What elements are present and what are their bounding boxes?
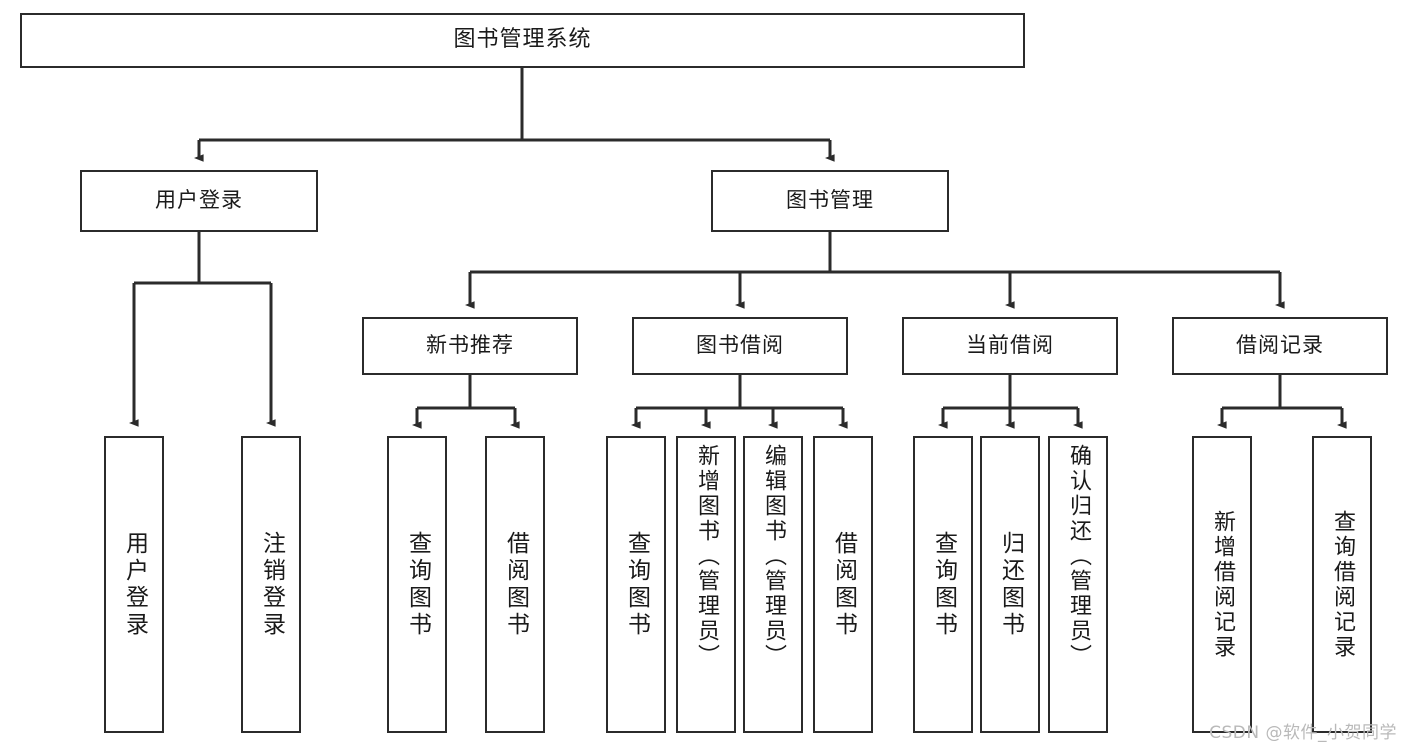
leaf-logout[interactable]: 注销登录 xyxy=(241,436,301,733)
node-label: 借阅图书 xyxy=(830,530,857,639)
node-label: 查询借阅记录 xyxy=(1330,509,1355,660)
node-label: 编辑图书（管理员） xyxy=(761,444,786,669)
leaf-query-book-current[interactable]: 查询图书 xyxy=(913,436,973,733)
node-book-management[interactable]: 图书管理 xyxy=(711,170,949,232)
node-label: 借阅记录 xyxy=(1236,333,1324,358)
node-label: 查询图书 xyxy=(404,530,431,639)
node-borrow-record[interactable]: 借阅记录 xyxy=(1172,317,1388,375)
leaf-query-book-borrow[interactable]: 查询图书 xyxy=(606,436,666,733)
node-current-borrow[interactable]: 当前借阅 xyxy=(902,317,1118,375)
node-label: 用户登录 xyxy=(121,530,148,639)
node-label: 查询图书 xyxy=(623,530,650,639)
node-label: 借阅图书 xyxy=(502,530,529,639)
node-label: 新增借阅记录 xyxy=(1210,509,1235,660)
leaf-add-book-admin[interactable]: 新增图书（管理员） xyxy=(676,436,736,733)
node-root-system[interactable]: 图书管理系统 xyxy=(20,13,1025,68)
node-label: 用户登录 xyxy=(155,188,243,213)
node-label: 新书推荐 xyxy=(426,333,514,358)
node-label: 当前借阅 xyxy=(966,333,1054,358)
leaf-query-book-recommend[interactable]: 查询图书 xyxy=(387,436,447,733)
node-label: 注销登录 xyxy=(258,530,285,639)
leaf-user-login[interactable]: 用户登录 xyxy=(104,436,164,733)
leaf-borrow-book-recommend[interactable]: 借阅图书 xyxy=(485,436,545,733)
node-label: 新增图书（管理员） xyxy=(694,444,719,669)
node-book-borrow[interactable]: 图书借阅 xyxy=(632,317,848,375)
leaf-confirm-return-admin[interactable]: 确认归还（管理员） xyxy=(1048,436,1108,733)
leaf-borrow-book[interactable]: 借阅图书 xyxy=(813,436,873,733)
node-label: 确认归还（管理员） xyxy=(1066,444,1091,669)
node-new-book-recommend[interactable]: 新书推荐 xyxy=(362,317,578,375)
node-label: 图书管理系统 xyxy=(453,27,592,53)
node-label: 图书借阅 xyxy=(696,333,784,358)
node-label: 归还图书 xyxy=(997,530,1024,639)
leaf-edit-book-admin[interactable]: 编辑图书（管理员） xyxy=(743,436,803,733)
leaf-query-borrow-record[interactable]: 查询借阅记录 xyxy=(1312,436,1372,733)
leaf-add-borrow-record[interactable]: 新增借阅记录 xyxy=(1192,436,1252,733)
node-label: 查询图书 xyxy=(930,530,957,639)
node-label: 图书管理 xyxy=(786,188,874,213)
node-user-login[interactable]: 用户登录 xyxy=(80,170,318,232)
leaf-return-book[interactable]: 归还图书 xyxy=(980,436,1040,733)
watermark: CSDN @软件_小贺同学 xyxy=(1209,723,1397,743)
